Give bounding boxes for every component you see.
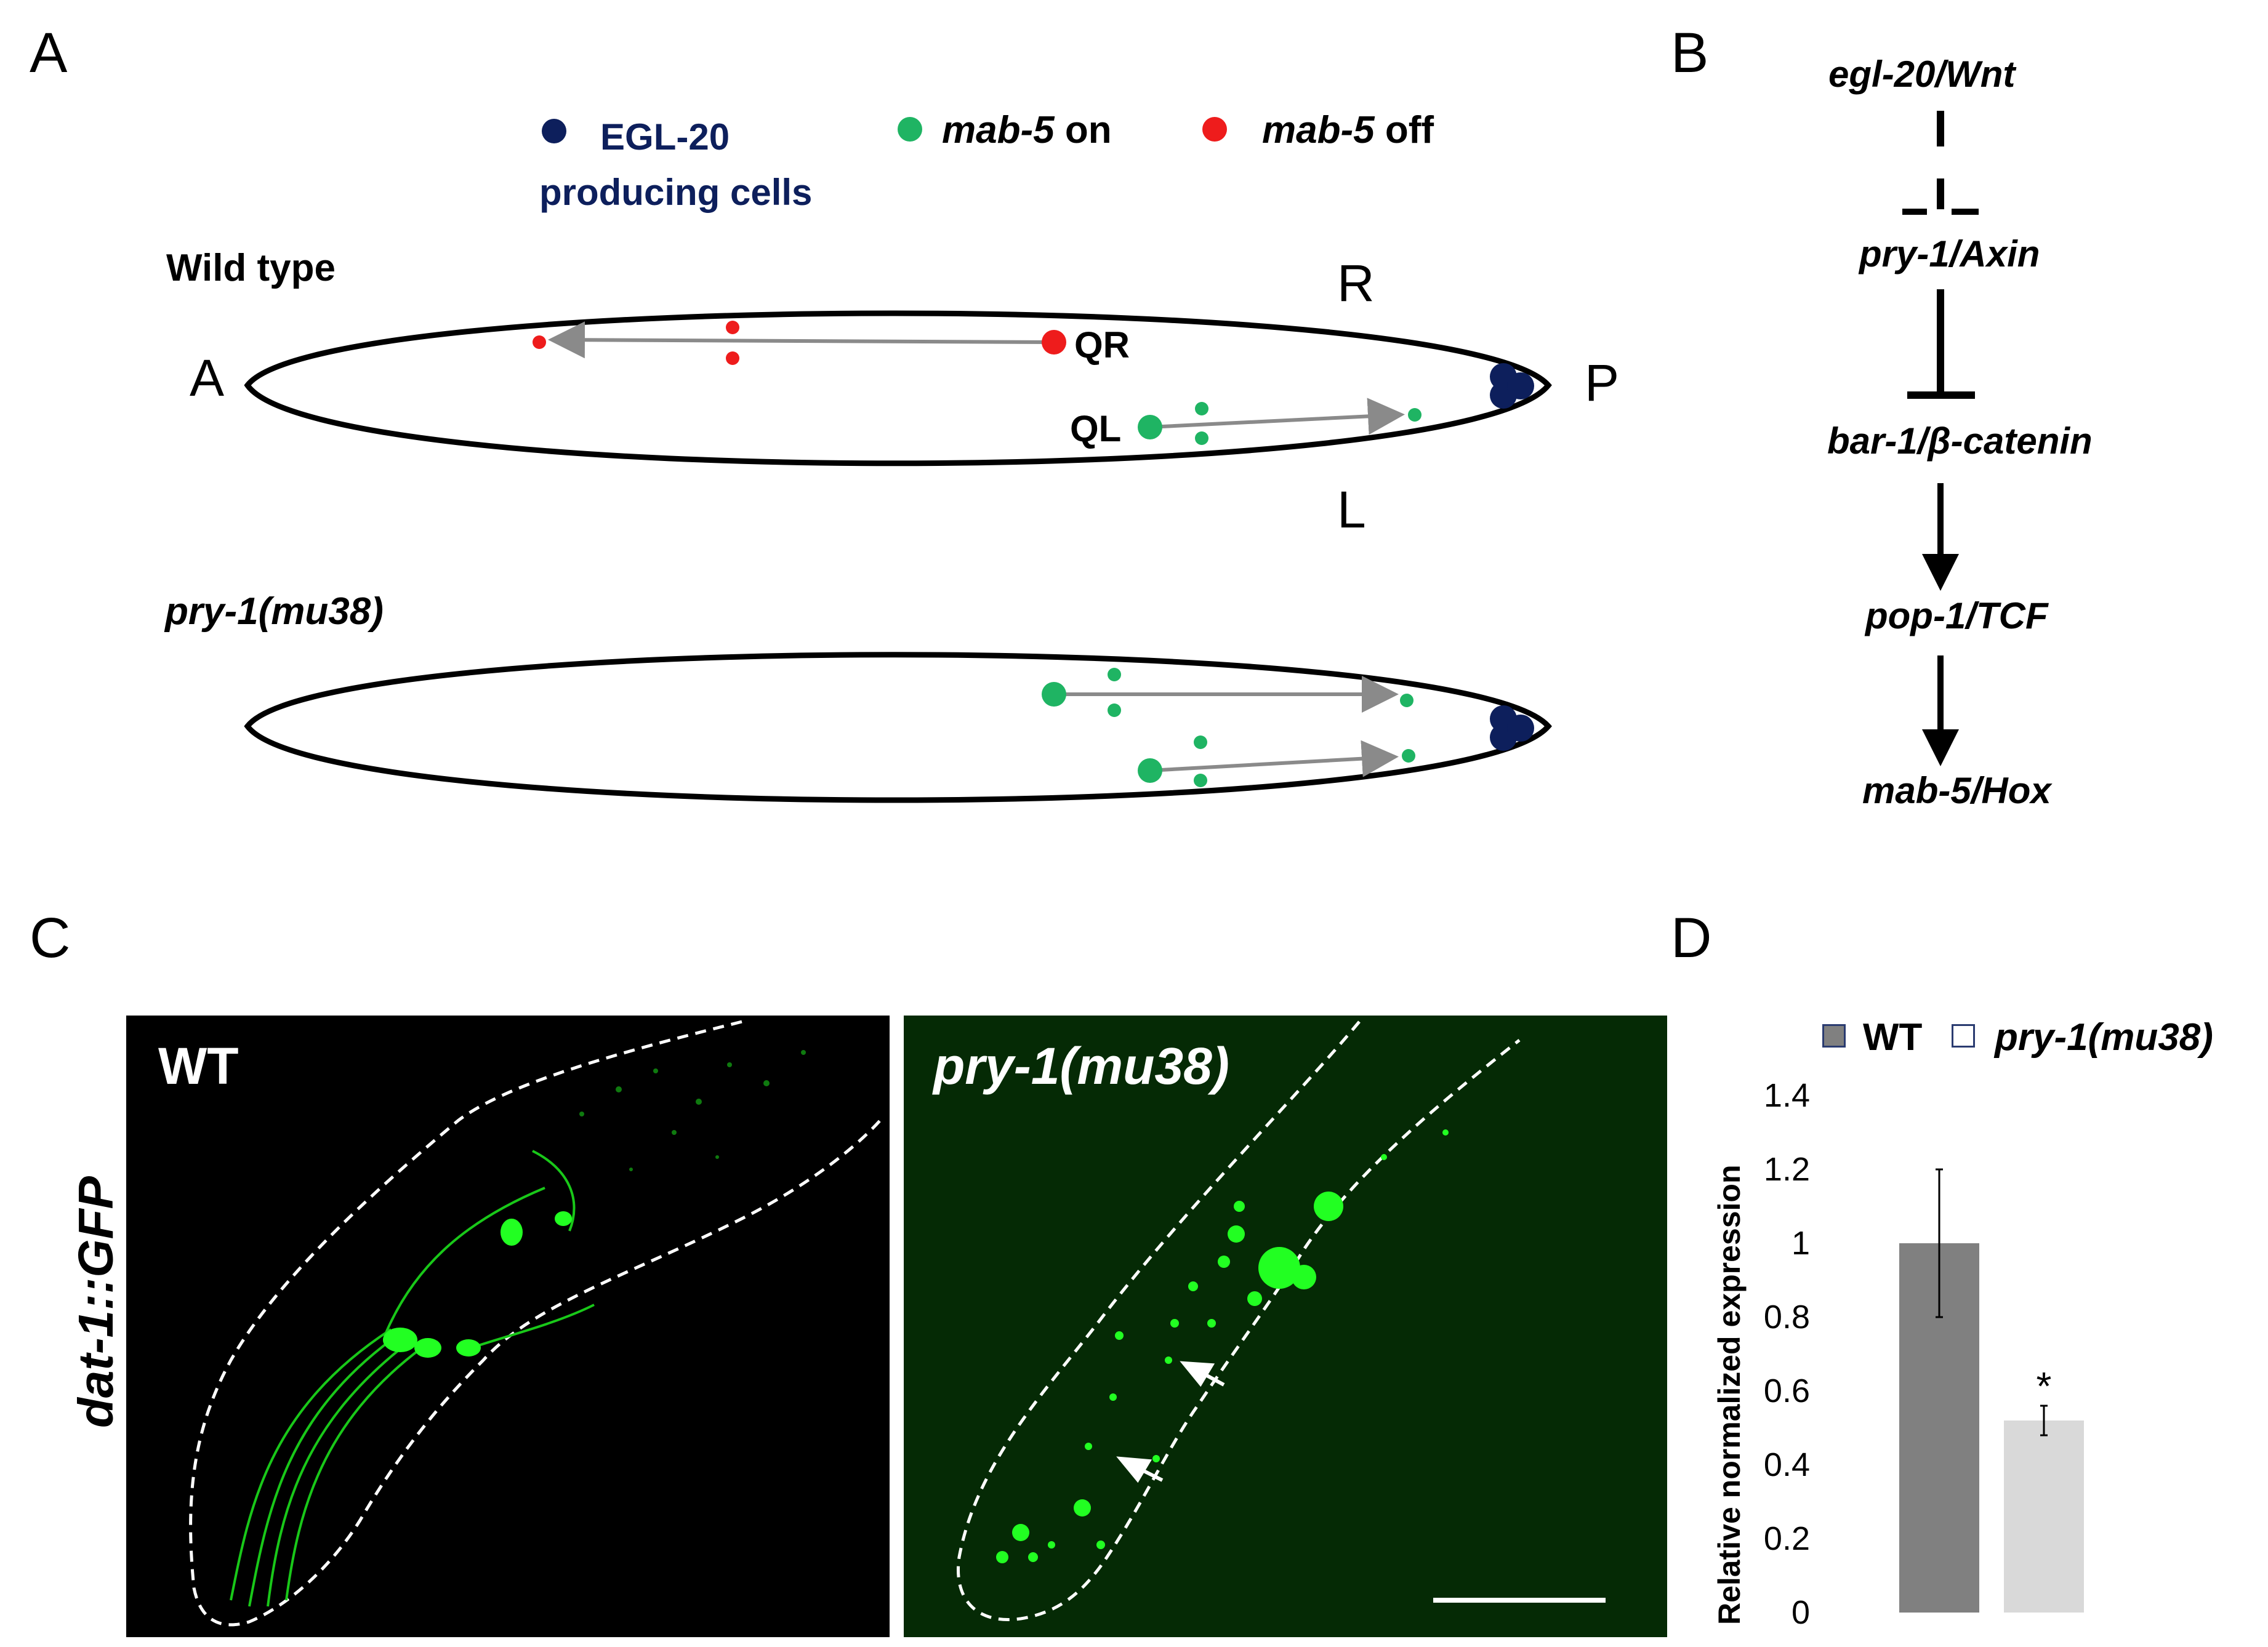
mutant-ql-daughter-top [1194,735,1207,749]
mutant-qr-daughter-bottom [1108,703,1121,717]
panel-letter-b: B [1671,22,1709,84]
pathway-mab5: mab-5/Hox [1862,770,2051,811]
legend-wt-swatch [1822,1024,1846,1048]
ql-cell [1138,415,1162,439]
row-label-dat1-gfp: dat-1::GFP [68,1176,123,1428]
y-tick-label: 0 [1791,1594,1810,1631]
ql-label: QL [1070,408,1122,449]
mab5-off-legend-dot [1202,117,1227,142]
mutant-label: pry-1(mu38) [165,590,384,633]
wt-worm-outline [189,1020,882,1627]
wt-background-speckle [579,1050,806,1171]
ql-daughter-bottom [1195,431,1208,445]
error-bar-1 [2040,1405,2048,1437]
mutant-qr-descendant [1400,694,1413,707]
egl20-legend-dot [542,119,566,143]
mutant-worm-body [244,652,1552,803]
wt-cell-bodies [383,1211,572,1358]
inhibition-connector [1907,289,1975,399]
pathway-egl20: egl-20/Wnt [1828,54,2016,95]
mutant-ql-descendant [1402,749,1415,763]
significance-marker: * [2037,1364,2052,1408]
ql-migration-arrow [1149,398,1405,435]
anterior-label: A [190,349,225,407]
y-tick-label: 0.2 [1764,1520,1810,1557]
mab5-on-legend-dot [898,117,922,142]
posterior-label: P [1585,354,1620,412]
mutant-microscopy-image: pry-1(mu38) [904,1016,1667,1637]
pathway-pop1: pop-1/TCF [1865,595,2048,636]
wt-microscopy-image: WT [126,1016,890,1637]
egl20-legend-line1: EGL-20 [600,116,730,158]
mutant-image-label: pry-1(mu38) [933,1037,1229,1095]
mab5-on-suffix: on [1054,109,1112,151]
mutant-ql-cell [1138,758,1162,783]
wt-neuron-processes [230,1150,595,1607]
panel-letter-c: C [30,907,71,969]
qr-label: QR [1074,324,1130,366]
egl20-legend-line2: producing cells [539,172,813,213]
wild-type-label: Wild type [166,247,336,289]
legend-mutant-label: pry-1(mu38) [1995,1016,2213,1059]
y-tick-label: 1.2 [1764,1151,1810,1188]
panel-letter-a: A [30,22,68,84]
y-tick-label: 1 [1791,1225,1810,1262]
wt-image-label: WT [158,1037,239,1095]
mab5-off-gene: mab-5 [1262,109,1375,151]
egl20-producing-cells-wt [1490,363,1534,409]
mutant-gfp-puncta [996,1129,1449,1563]
qr-cell [1042,330,1066,355]
wild-type-worm-body [244,310,1552,467]
panel-letter-d: D [1671,907,1712,969]
legend-mutant-swatch [1952,1024,1975,1048]
qr-daughter-bottom [726,351,739,365]
wild-type-worm-diagram [244,310,1552,803]
y-tick-label: 0.6 [1764,1372,1810,1409]
mab5-on-gene: mab-5 [942,109,1055,151]
expression-bar-chart: 0 0.2 0.4 0.6 0.8 1 1.2 1.4 * [1764,1077,2084,1631]
wt-gfp-drawing [189,1020,882,1627]
dashed-inhibition-connector [1902,111,1979,215]
pathway-bar1: bar-1/β-catenin [1827,420,2093,462]
mutant-ql-migration-arrow [1149,740,1399,777]
right-label: R [1337,254,1375,312]
egl20-producing-cells-mutant [1490,705,1534,751]
legend-wt-label: WT [1863,1016,1923,1059]
y-tick-label: 0.4 [1764,1446,1810,1483]
mab5-off-suffix: off [1374,109,1434,151]
mutant-ql-daughter-bottom [1194,774,1207,787]
y-tick-label: 1.4 [1764,1077,1810,1114]
mutant-worm-outline [957,1020,1521,1621]
mab5-off-legend-text: mab-5 off [1262,108,1434,152]
qr-descendant [533,335,546,349]
error-bar-0 [1936,1168,1943,1318]
bar-1 [2004,1421,2084,1613]
ql-daughter-top [1195,402,1208,415]
mutant-qr-cell [1042,682,1066,707]
qr-daughter-top [726,321,739,334]
left-label: L [1337,481,1366,539]
mutant-arrow-indicators [1116,1361,1225,1483]
qr-migration-arrow [548,321,1055,359]
mutant-qr-daughter-top [1108,668,1121,681]
mab5-on-legend-text: mab-5 on [942,108,1112,152]
mutant-gfp-drawing [957,1020,1606,1621]
pathway-diagram-connectors [1902,111,1979,766]
ql-descendant [1408,408,1422,422]
pathway-pry1: pry-1/Axin [1859,233,2040,274]
y-tick-label: 0.8 [1764,1299,1810,1336]
